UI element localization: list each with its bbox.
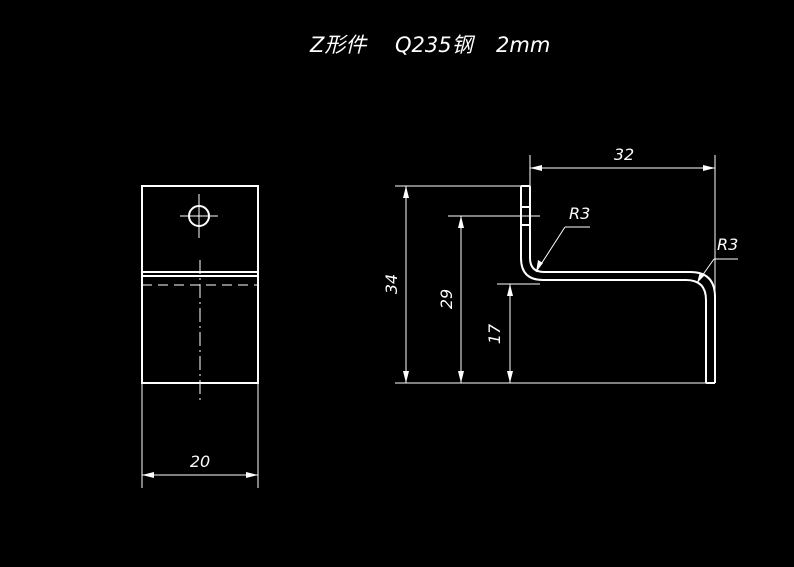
hole-height-dimension: 29 <box>437 216 464 383</box>
z-profile-outer <box>520 186 707 383</box>
step-height-arrow-top <box>507 284 513 296</box>
radius-callout-lower: R3 <box>696 235 738 284</box>
part-name-label: Z形件 <box>309 33 368 57</box>
length-dimension: 32 <box>529 145 716 383</box>
thickness-label: 2mm <box>496 33 550 57</box>
radius-arrow-upper <box>536 260 543 272</box>
width-arrow-left <box>142 472 154 478</box>
side-view <box>520 185 716 384</box>
hole-height-arrow-top <box>458 216 464 228</box>
radius-text-lower: R3 <box>717 235 738 254</box>
height-dimension-text: 34 <box>382 274 401 294</box>
title-block: Z形件 Q235钢 2mm <box>309 33 550 57</box>
height-arrow-bottom <box>403 371 409 383</box>
step-height-dimension-text: 17 <box>485 323 504 344</box>
length-arrow-right <box>703 165 715 171</box>
height-dimension: 34 <box>382 186 409 383</box>
step-height-dimension: 17 <box>485 284 513 383</box>
width-arrow-right <box>246 472 258 478</box>
material-label: Q235钢 <box>395 33 476 57</box>
z-profile-inner <box>529 186 716 383</box>
width-dimension: 20 <box>141 383 259 488</box>
radius-callout-upper: R3 <box>535 204 590 273</box>
length-arrow-left <box>530 165 542 171</box>
radius-arrow-lower <box>697 272 704 283</box>
width-dimension-text: 20 <box>190 452 210 471</box>
hole-height-arrow-bottom <box>458 371 464 383</box>
front-view <box>141 185 259 400</box>
height-extension-lines <box>395 185 706 384</box>
length-dimension-text: 32 <box>614 145 634 164</box>
radius-text-upper: R3 <box>569 204 590 223</box>
step-height-arrow-bottom <box>507 371 513 383</box>
height-arrow-top <box>403 186 409 198</box>
hole-height-dimension-text: 29 <box>437 289 456 309</box>
